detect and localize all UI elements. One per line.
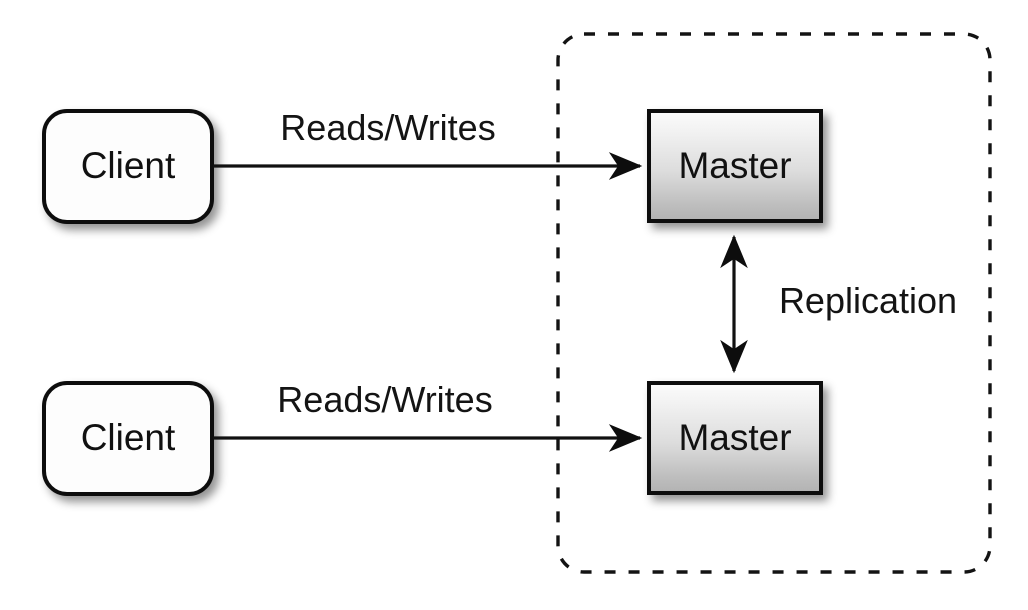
master-top-label: Master [678,145,791,186]
edge-top-label: Reads/Writes [280,107,495,148]
edge-bottom-label: Reads/Writes [277,379,492,420]
master-bottom-box[interactable] [647,381,823,495]
master-top-box[interactable] [647,109,823,223]
client-bottom-box[interactable] [42,381,214,496]
edge-reads-writes-bottom: Reads/Writes [213,379,643,452]
client-top-label: Client [81,145,176,186]
node-master-bottom[interactable]: Master [647,381,823,495]
master-bottom-label: Master [678,417,791,458]
client-top-box[interactable] [42,109,214,224]
client-bottom-label: Client [81,417,176,458]
cluster-boundary [556,32,992,574]
node-master-top[interactable]: Master [647,109,823,223]
replication-label: Replication [779,280,957,321]
node-client-bottom[interactable]: Client [42,381,214,496]
edge-reads-writes-top: Reads/Writes [213,107,643,180]
node-client-top[interactable]: Client [42,109,214,224]
edge-replication: Replication [720,234,957,374]
